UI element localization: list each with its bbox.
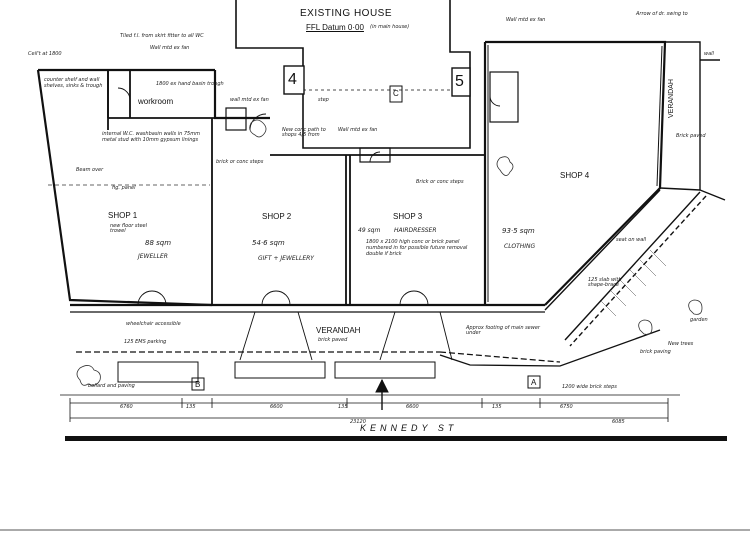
note-garden: garden xyxy=(690,317,708,323)
note-brick-step-wide: 1200 wide brick steps xyxy=(562,384,617,390)
note-new-tree: New trees xyxy=(668,341,694,347)
door-mark-box xyxy=(389,85,403,103)
note-wall-fan-3: Wall mtd ex fan xyxy=(338,127,378,133)
shop2-use: GIFT + JEWELLERY xyxy=(258,255,314,262)
shop4-use: CLOTHING xyxy=(504,243,536,250)
note-wall-2: wall xyxy=(704,51,714,57)
room-workroom: workroom xyxy=(138,97,174,106)
datum-label: FFL Datum 0·00 xyxy=(306,23,364,32)
note-wall-fan-1: Wall mtd ex fan xyxy=(150,45,190,51)
door-swings xyxy=(117,87,501,361)
note-wall-fan-2: wall mtd ex fan xyxy=(230,97,269,103)
shop3-area: 49 sqm xyxy=(358,227,381,234)
trees xyxy=(76,119,703,386)
note-approx-footing: Approx footing of main sewer under xyxy=(466,325,540,336)
section-letter-b: B xyxy=(195,380,201,389)
note-wheelchair: wheelchair accessible xyxy=(126,321,181,327)
dim-4: 135 xyxy=(338,404,348,410)
section-box-5 xyxy=(451,67,471,97)
dim-1: 6760 xyxy=(120,404,133,410)
note-brick-steps: brick or conc steps xyxy=(216,159,264,165)
note-ceil: Ceil't at 1800 xyxy=(28,51,62,57)
section-marker-b xyxy=(191,377,205,391)
verandah-hatching xyxy=(599,249,667,317)
note-beam-over: Beam over xyxy=(76,167,104,173)
dim-2: 135 xyxy=(186,404,196,410)
note-fig-panel: fig. panel xyxy=(112,185,136,191)
note-parking: 125 EMS parking xyxy=(124,339,167,345)
shop3-use: HAIRDRESSER xyxy=(394,227,437,234)
shop4-area: 93·5 sqm xyxy=(502,227,535,235)
note-verandah: Brick paved xyxy=(676,133,706,139)
note-tiled-wc: Tiled f.l. from skirt fitter to all WC xyxy=(120,33,204,39)
note-step: step xyxy=(318,97,329,103)
dimension-lines xyxy=(69,398,669,422)
side-verandah-label: VERANDAH xyxy=(668,79,675,118)
note-slab: 125 slab with shape-brace xyxy=(588,277,622,288)
section-marker-a xyxy=(527,375,541,389)
note-new-conc: New conc path to shops 4/5 from xyxy=(282,127,326,138)
section-box-4 xyxy=(283,65,305,95)
note-bollard: bollard and paving xyxy=(88,383,135,389)
dim-right: 6085 xyxy=(612,419,625,425)
shop3-name: SHOP 3 xyxy=(393,212,423,221)
note-shed-arrow: Arrow of dr. swing to xyxy=(636,11,688,17)
section-mark-4: 4 xyxy=(288,71,297,88)
shop3-note: 1800 x 2100 high conc or brick panel num… xyxy=(366,239,468,257)
note-brick-steps-2: Brick or conc steps xyxy=(416,179,464,185)
shop1-name: SHOP 1 xyxy=(108,211,138,220)
street-name: KENNEDY ST xyxy=(360,423,458,433)
front-verandah-label: VERANDAH xyxy=(316,326,361,335)
shop1-note: new floor steel trowel xyxy=(110,223,148,234)
interior-walls xyxy=(107,45,663,305)
existing-house-title: EXISTING HOUSE xyxy=(300,8,393,19)
shop2-name: SHOP 2 xyxy=(262,212,292,221)
dim-7: 6750 xyxy=(560,404,573,410)
section-mark-5: 5 xyxy=(455,73,464,90)
note-wall-fan-tr: Wall mtd ex fan xyxy=(506,17,546,23)
front-verandah-note: brick paved xyxy=(318,337,348,343)
dim-3: 6600 xyxy=(270,404,283,410)
shop1-use: JEWELLER xyxy=(138,253,168,260)
shop2-area: 54·6 sqm xyxy=(252,239,285,247)
side-verandah xyxy=(544,41,726,347)
door-mark-label: C xyxy=(393,89,399,98)
street-kerb-line xyxy=(65,436,727,441)
dim-5: 6600 xyxy=(406,404,419,410)
dim-total: 23120 xyxy=(350,419,366,425)
note-internal-wc: internal W.C. washbasin walls in 75mm me… xyxy=(102,131,200,143)
entry-arrow xyxy=(375,378,389,410)
building-outline xyxy=(36,40,667,307)
note-seat: seat on wall xyxy=(616,237,647,243)
section-letter-a: A xyxy=(531,378,537,387)
shop4-name: SHOP 4 xyxy=(560,171,590,180)
shop1-area: 88 sqm xyxy=(145,239,172,247)
note-counter: counter shelf and wall shelves, sinks & … xyxy=(44,77,103,89)
datum-note: (in main house) xyxy=(370,24,410,30)
front-verandah xyxy=(60,311,680,396)
dim-6: 135 xyxy=(492,404,502,410)
note-paving: brick paving xyxy=(640,349,671,355)
note-basin: 1800 ex hand basin trough xyxy=(156,81,224,87)
